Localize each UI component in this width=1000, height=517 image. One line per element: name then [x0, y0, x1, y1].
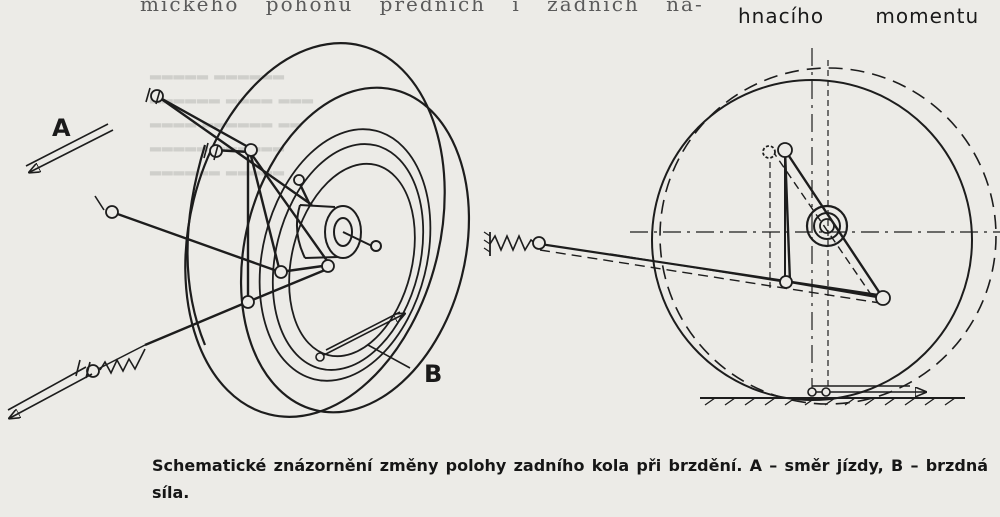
figure-caption: Schematické znázornění změny polohy zadn…: [152, 456, 988, 502]
wheel-outline-displaced: [659, 67, 997, 405]
top-right-text: hnacího momentu: [738, 4, 980, 28]
arrow-bottom-left: [8, 366, 93, 418]
arrow-b: [315, 311, 411, 369]
frame-mounts: [75, 87, 219, 379]
label-a: A: [52, 114, 71, 142]
top-text-fragment: mického pohonu předních i zadních ná-: [140, 0, 704, 16]
label-b: B: [424, 360, 443, 388]
left-wheel-figure: [75, 42, 471, 418]
rim: [258, 128, 432, 382]
ball-joints: [86, 89, 335, 378]
arrow-a: [25, 123, 114, 172]
show-through-text: ▂▂▂▂▂ ▂▂▂▂▂▂▂▂▂▂▂▂ ▂▂▂▂ ▂▂▂▂▂▂▂ ▂▂▂▂▂▂ ▂…: [150, 64, 314, 176]
right-wheel-figure: [483, 48, 1000, 406]
control-arms: [95, 93, 331, 375]
hub: [295, 204, 382, 259]
